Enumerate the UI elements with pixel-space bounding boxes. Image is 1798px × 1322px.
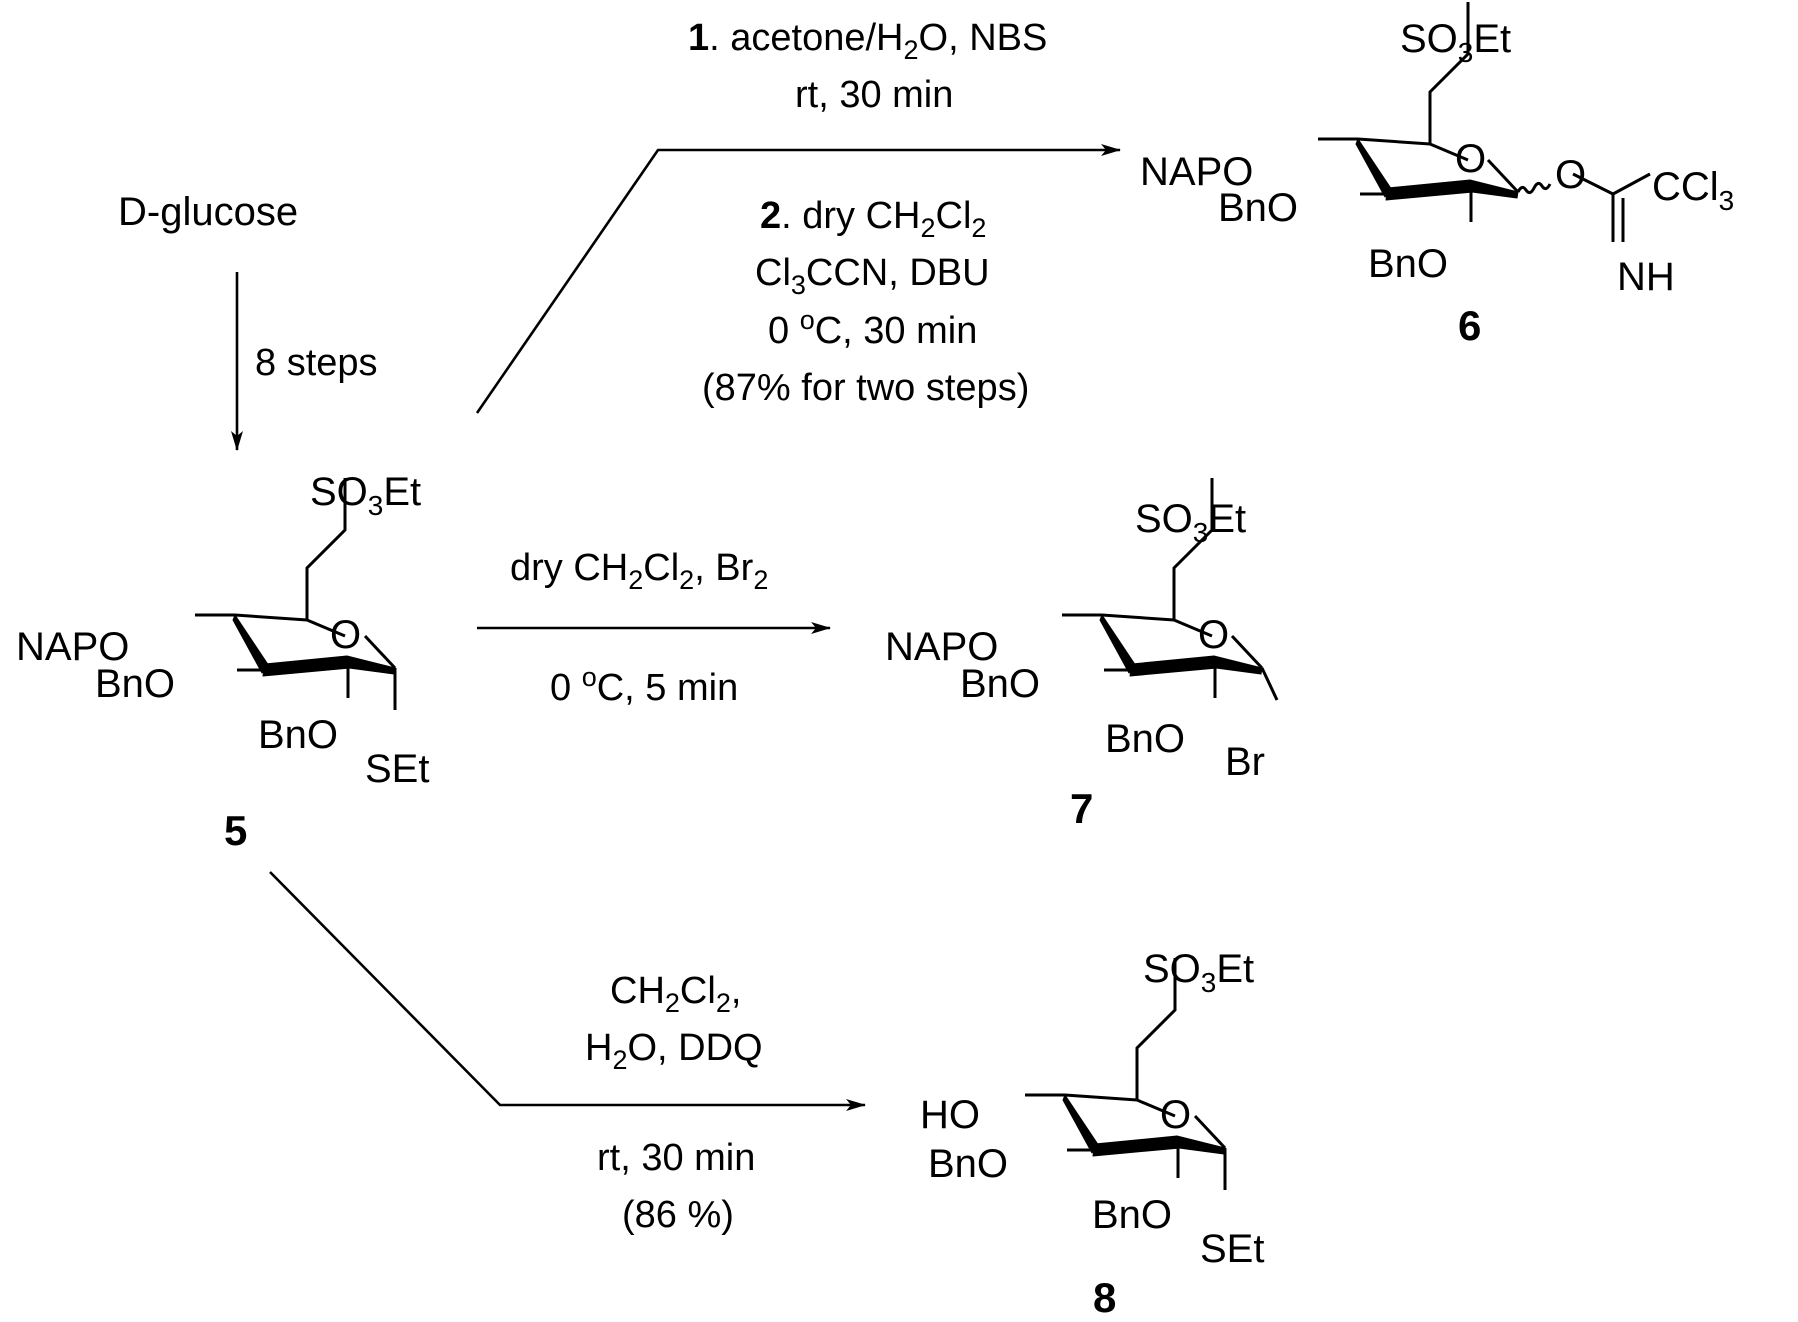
r2-step2-line2: Cl3CCN, DBU — [755, 252, 990, 300]
condition-8-steps: 8 steps — [255, 342, 378, 384]
c7-o2: BnO — [1105, 717, 1185, 761]
c6-sidechain: SO3Et — [1400, 17, 1511, 68]
r2-step1: 1. acetone/H2O, NBS — [688, 17, 1047, 65]
r2-step2-line3: 0 oC, 30 min — [768, 305, 977, 352]
c6-link-o: O — [1555, 153, 1586, 197]
c7-ring-o: O — [1198, 613, 1229, 657]
r3-line2: 0 oC, 5 min — [550, 662, 738, 709]
r4-line4: (86 %) — [622, 1194, 734, 1236]
c7-anomeric: Br — [1225, 740, 1265, 784]
start-material-label: D-glucose — [118, 190, 298, 234]
compound-6-structure — [1316, 0, 1651, 242]
c5-anomeric: SEt — [365, 747, 429, 791]
r4-line1: CH2Cl2, — [610, 970, 741, 1018]
arrow-5-to-6 — [475, 144, 1121, 414]
c6-o3: BnO — [1218, 186, 1298, 230]
compound-8-structure — [1023, 956, 1227, 1190]
compound-7-structure — [1060, 476, 1279, 701]
c7-o4: NAPO — [885, 625, 998, 669]
r4-line3: rt, 30 min — [597, 1137, 755, 1179]
c6-ring-o: O — [1455, 137, 1486, 181]
c5-o3: BnO — [95, 662, 175, 706]
c8-ring-o: O — [1160, 1093, 1191, 1137]
r2-step2: 2. dry CH2Cl2 — [760, 195, 986, 243]
conditions-5-to-8: CH2Cl2, H2O, DDQ rt, 30 min (86 %) — [585, 970, 763, 1236]
c8-sidechain: SO3Et — [1143, 947, 1254, 998]
c6-nh: NH — [1617, 255, 1675, 299]
c5-o2: BnO — [258, 713, 338, 757]
c8-anomeric: SEt — [1200, 1227, 1264, 1271]
c8-o4: HO — [920, 1093, 980, 1137]
c6-o2: BnO — [1368, 242, 1448, 286]
c5-ring-o: O — [330, 613, 361, 657]
compound-5-structure — [193, 476, 397, 710]
r4-line2: H2O, DDQ — [585, 1027, 763, 1075]
r3-line1: dry CH2Cl2, Br2 — [510, 547, 768, 595]
r2-yield: (87% for two steps) — [702, 367, 1029, 409]
c5-o4: NAPO — [16, 625, 129, 669]
compound-7-number: 7 — [1070, 785, 1093, 832]
c6-o4: NAPO — [1140, 150, 1253, 194]
compound-5-number: 5 — [224, 807, 247, 854]
c5-sidechain: SO3Et — [310, 470, 421, 521]
compound-8-labels: SO3Et O HO BnO BnO SEt 8 — [920, 947, 1264, 1321]
compound-6-number: 6 — [1458, 302, 1481, 349]
compound-7-labels: SO3Et O NAPO BnO BnO Br 7 — [885, 497, 1265, 832]
c8-o2: BnO — [1092, 1193, 1172, 1237]
c7-o3: BnO — [960, 662, 1040, 706]
r2-step1-line2: rt, 30 min — [795, 74, 953, 116]
c7-sidechain: SO3Et — [1135, 497, 1246, 548]
conditions-5-to-6: 1. acetone/H2O, NBS rt, 30 min 2. dry CH… — [688, 17, 1047, 409]
arrow-5-to-8 — [269, 871, 866, 1111]
compound-8-number: 8 — [1093, 1274, 1116, 1321]
c8-o3: BnO — [928, 1142, 1008, 1186]
c6-ccl3: CCl3 — [1652, 165, 1734, 216]
compound-5-labels: SO3Et O NAPO BnO BnO SEt 5 — [16, 470, 429, 854]
